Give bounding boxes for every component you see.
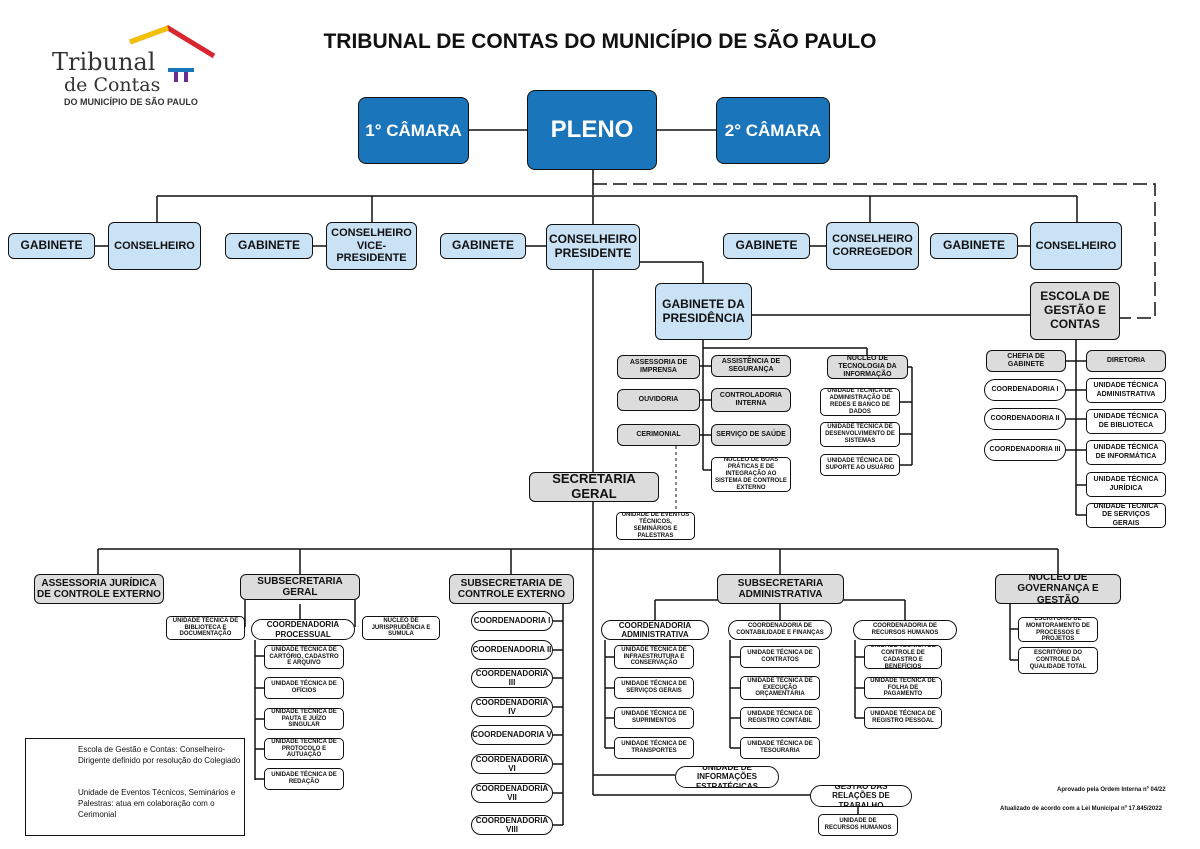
subsecretaria-controle-externo: SUBSECRETARIA DE CONTROLE EXTERNO — [449, 574, 574, 604]
coordenadoria-administrativa: COORDENADORIA ADMINISTRATIVA — [601, 620, 709, 640]
nucleo-tecnologia: NÚCLEO DE TECNOLOGIA DA INFORMAÇÃO — [827, 355, 908, 379]
tcm-logo: Tribunal de Contas DO MUNICÍPIO DE SÃO P… — [48, 22, 228, 117]
ut-redacao: UNIDADE TÉCNICA DE REDAÇÃO — [264, 768, 344, 790]
logo-line-2: de Contas — [64, 74, 161, 96]
ut-suporte-usuario: UNIDADE TÉCNICA DE SUPORTE AO USUÁRIO — [820, 454, 900, 476]
gabinete-1: GABINETE — [8, 233, 95, 259]
ut-pauta: UNIDADE TÉCNICA DE PAUTA E JUÍZO SINGULA… — [264, 708, 344, 730]
diretoria: DIRETORIA — [1086, 350, 1166, 372]
legend-item-2: Unidade de Eventos Técnicos, Seminários … — [78, 788, 236, 819]
escola-coordenadoria-3: COORDENADORIA III — [984, 439, 1066, 461]
atualizado-text: Atualizado de acordo com a Lei Municipal… — [1000, 806, 1162, 812]
ce-coordenadoria-6: COORDENADORIA VI — [471, 754, 553, 774]
unidade-eventos: UNIDADE DE EVENTOS TÉCNICOS, SEMINÁRIOS … — [616, 512, 695, 540]
conselheiro-vice-presidente: CONSELHEIRO VICE-PRESIDENTE — [326, 222, 417, 270]
escritorio-qualidade: ESCRITÓRIO DO CONTROLE DA QUALIDADE TOTA… — [1018, 647, 1098, 674]
ut-contratos: UNIDADE TÉCNICA DE CONTRATOS — [740, 646, 820, 668]
subsecretaria-geral: SUBSECRETARIA GERAL — [240, 574, 360, 600]
coordenadoria-recursos-humanos: COORDENADORIA DE RECURSOS HUMANOS — [853, 620, 957, 640]
assessoria-imprensa: ASSESSORIA DE IMPRENSA — [617, 355, 700, 379]
assistencia-seguranca: ASSISTÊNCIA DE SEGURANÇA — [711, 355, 791, 377]
gabinete-4: GABINETE — [723, 233, 810, 259]
cerimonial: CERIMONIAL — [617, 424, 700, 446]
gabinete-presidencia: GABINETE DA PRESIDÊNCIA — [655, 283, 752, 340]
secretaria-geral: SECRETARIA GERAL — [529, 472, 659, 502]
ut-biblioteca: UNIDADE TÉCNICA DE BIBLIOTECA — [1086, 409, 1166, 434]
ut-cartorio: UNIDADE TÉCNICA DE CARTÓRIO, CADASTRO E … — [264, 645, 344, 669]
camara-1-box: 1° CÂMARA — [358, 97, 469, 164]
ce-coordenadoria-3: COORDENADORIA III — [471, 668, 553, 688]
coordenadoria-processual: COORDENADORIA PROCESSUAL — [251, 619, 355, 640]
nucleo-governanca: NÚCLEO DE GOVERNANÇA E GESTÃO — [995, 574, 1121, 604]
ut-execucao-orcamentaria: UNIDADE TÉCNICA DE EXECUÇÃO ORÇAMENTÁRIA — [740, 676, 820, 700]
ut-registro-pessoal: UNIDADE TÉCNICA DE REGISTRO PESSOAL — [864, 707, 942, 729]
nucleo-jurisprudencia: NÚCLEO DE JURISPRUDÊNCIA E SÚMULA — [362, 616, 440, 640]
ut-informatica: UNIDADE TÉCNICA DE INFORMÁTICA — [1086, 440, 1166, 465]
ut-juridica: UNIDADE TÉCNICA JURÍDICA — [1086, 472, 1166, 497]
page-title: TRIBUNAL DE CONTAS DO MUNICÍPIO DE SÃO P… — [323, 30, 877, 53]
escola-gestao-contas: ESCOLA DE GESTÃO E CONTAS — [1030, 282, 1120, 340]
ut-desenvolvimento-sistemas: UNIDADE TÉCNICA DE DESENVOLVIMENTO DE SI… — [820, 422, 900, 447]
assessoria-juridica: ASSESSORIA JURÍDICA DE CONTROLE EXTERNO — [34, 574, 164, 604]
ut-administrativa: UNIDADE TÉCNICA ADMINISTRATIVA — [1086, 378, 1166, 403]
conselheiro-corregedor: CONSELHEIRO CORREGEDOR — [826, 222, 919, 270]
ouvidoria: OUVIDORIA — [617, 389, 700, 411]
ut-infraestrutura: UNIDADE TÉCNICA DE INFRAESTRUTURA E CONS… — [614, 645, 694, 669]
escola-coordenadoria-2: COORDENADORIA II — [984, 408, 1066, 430]
escola-coordenadoria-1: COORDENADORIA I — [984, 379, 1066, 401]
ut-protocolo: UNIDADE TÉCNICA DE PROTOCOLO E AUTUAÇÃO — [264, 738, 344, 760]
ce-coordenadoria-7: COORDENADORIA VII — [471, 783, 553, 803]
gestao-relacoes-trabalho: GESTÃO DAS RELAÇÕES DE TRABALHO — [810, 785, 912, 807]
gabinete-2: GABINETE — [225, 233, 313, 259]
ut-suprimentos: UNIDADE TÉCNICA DE SUPRIMENTOS — [614, 707, 694, 729]
gabinete-5: GABINETE — [930, 233, 1018, 259]
ut-registro-contabil: UNIDADE TÉCNICA DE REGISTRO CONTÁBIL — [740, 707, 820, 729]
chefia-gabinete: CHEFIA DE GABINETE — [986, 350, 1066, 372]
ce-coordenadoria-2: COORDENADORIA II — [471, 640, 553, 660]
ut-transportes: UNIDADE TÉCNICA DE TRANSPORTES — [614, 737, 694, 759]
ce-coordenadoria-5: COORDENADORIA V — [471, 725, 553, 745]
unidade-informacoes-estrategicas: UNIDADE DE INFORMAÇÕES ESTRATÉGICAS — [675, 766, 779, 788]
unidade-recursos-humanos: UNIDADE DE RECURSOS HUMANOS — [818, 814, 898, 836]
logo-line-3: DO MUNICÍPIO DE SÃO PAULO — [64, 97, 198, 107]
ut-tesouraria: UNIDADE TÉCNICA DE TESOURARIA — [740, 737, 820, 759]
servico-saude: SERVIÇO DE SAÚDE — [711, 424, 791, 446]
ce-coordenadoria-1: COORDENADORIA I — [471, 611, 553, 631]
legend-item-1: Escola de Gestão e Contas: Conselheiro-D… — [78, 745, 241, 765]
ce-coordenadoria-4: COORDENADORIA IV — [471, 697, 553, 717]
logo-roof-icon — [129, 25, 216, 82]
camara-2-box: 2° CÂMARA — [716, 97, 830, 164]
conselheiro-5: CONSELHEIRO — [1030, 222, 1122, 270]
gabinete-3: GABINETE — [440, 233, 526, 259]
ut-oficios: UNIDADE TÉCNICA DE OFÍCIOS — [264, 677, 344, 699]
ut-servicos-gerais: UNIDADE TÉCNICA DE SERVIÇOS GERAIS — [614, 677, 694, 699]
coordenadoria-contabilidade: COORDENADORIA DE CONTABILIDADE E FINANÇA… — [728, 620, 832, 640]
ce-coordenadoria-8: COORDENADORIA VIII — [471, 815, 553, 835]
logo-line-1: Tribunal — [52, 48, 156, 76]
aprovado-text: Aprovado pela Ordem Interna nº 04/22 — [1057, 787, 1166, 793]
subsecretaria-administrativa: SUBSECRETARIA ADMINISTRATIVA — [717, 574, 844, 604]
ut-cadastro-beneficios: UNIDADE TÉCNICA DE CONTROLE DE CADASTRO … — [864, 645, 942, 669]
ut-folha-pagamento: UNIDADE TÉCNICA DE FOLHA DE PAGAMENTO — [864, 677, 942, 699]
conselheiro-presidente: CONSELHEIRO PRESIDENTE — [546, 224, 640, 270]
legend-box — [25, 738, 245, 836]
pleno-box: PLENO — [527, 90, 657, 170]
escritorio-monitoramento: ESCRITÓRIO DE MONITORAMENTO DE PROCESSOS… — [1018, 617, 1098, 642]
nucleo-boas-praticas: NÚCLEO DE BOAS PRÁTICAS E DE INTEGRAÇÃO … — [711, 457, 791, 492]
ut-servicos-gerais-escola: UNIDADE TÉCNICA DE SERVIÇOS GERAIS — [1086, 503, 1166, 528]
conselheiro-1: CONSELHEIRO — [108, 222, 201, 270]
ut-administracao-redes: UNIDADE TÉCNICA DE ADMINISTRAÇÃO DE REDE… — [820, 388, 900, 416]
ut-biblioteca-documentacao: UNIDADE TÉCNICA DE BIBLIOTECA E DOCUMENT… — [166, 616, 245, 640]
controladoria-interna: CONTROLADORIA INTERNA — [711, 388, 791, 412]
